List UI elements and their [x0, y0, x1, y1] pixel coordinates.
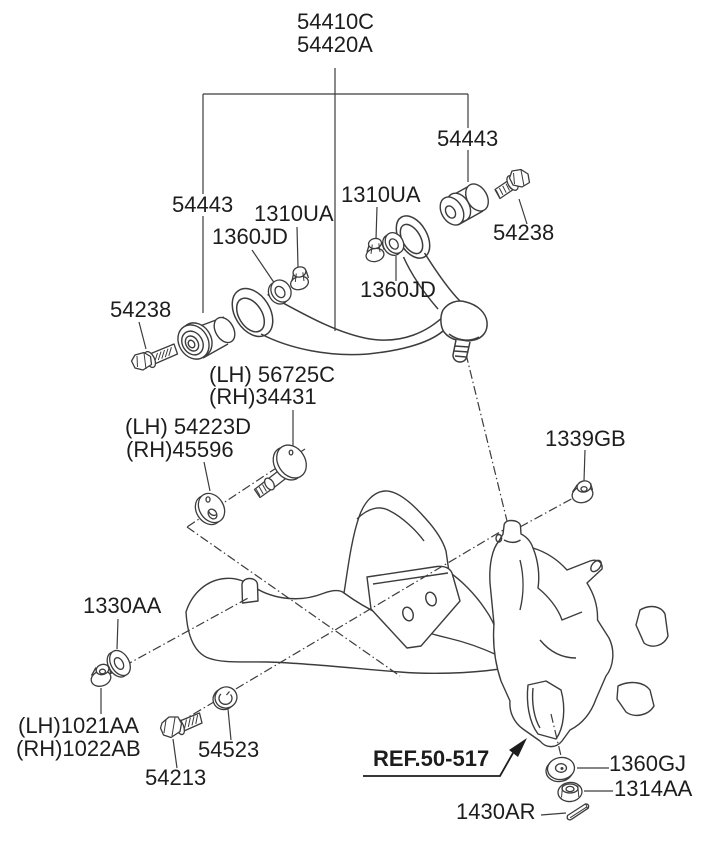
rear-bushing-54443	[435, 180, 493, 229]
washer-1360gj	[545, 756, 576, 784]
camber-bolt-56725c	[255, 439, 313, 497]
nut-1021aa	[89, 663, 113, 689]
label-knuckle-ref-50-517: REF.50-517	[373, 746, 490, 771]
label-bolt-front-54238: 54238	[110, 297, 172, 322]
label-bushing-rear-54443: 54443	[436, 126, 500, 151]
arrowhead-icon	[509, 738, 527, 757]
pin-1430ar	[567, 804, 588, 820]
leader-lines	[101, 68, 613, 815]
label-nut-lh-1021aa: (LH)1021AA	[18, 713, 140, 738]
washer-1360jd-rear	[379, 229, 408, 259]
upper-control-arm-drawing	[224, 210, 487, 362]
ref-arrow	[363, 738, 527, 776]
bolt-54238-rear	[495, 170, 530, 199]
knuckle-drawing	[490, 521, 668, 747]
nut-1339gb	[570, 479, 594, 505]
label-pin-1430ar: 1430AR	[456, 799, 536, 824]
label-assembly-54410c: 54410C	[297, 9, 375, 34]
nut-1310ua-front	[289, 265, 310, 291]
label-washer-1330aa: 1330AA	[83, 593, 162, 618]
label-bushing-front-54443: 54443	[171, 192, 235, 217]
label-camber-bolt-rh: (RH)34431	[209, 384, 317, 409]
label-washer-rear-1360jd: 1360JD	[360, 277, 436, 302]
washer-1360jd-front	[264, 276, 295, 308]
label-washer-1360gj: 1360GJ	[609, 751, 687, 776]
cam-washer-54223d	[190, 488, 230, 529]
label-nut-1339gb: 1339GB	[545, 426, 626, 451]
label-nut-front-1310ua: 1310UA	[254, 201, 334, 226]
bolt-54238-front	[132, 344, 178, 370]
nut-1310ua-rear	[365, 237, 385, 263]
front-bushing-54443	[172, 314, 239, 365]
label-bolt-54213: 54213	[145, 765, 207, 790]
label-bolt-rear-54238: 54238	[493, 220, 555, 245]
label-washer-54523: 54523	[198, 737, 260, 762]
label-nut-rear-1310ua: 1310UA	[341, 182, 421, 207]
bolt-54213	[161, 713, 203, 738]
nut-1314aa	[557, 781, 583, 802]
washer-1330aa	[103, 647, 135, 681]
label-nut-rh-1022ab: (RH)1022AB	[16, 736, 141, 761]
label-cam-washer-lh: (LH) 54223D	[125, 414, 251, 439]
crossmember-drawing	[186, 491, 500, 673]
label-cam-washer-rh: (RH)45596	[126, 437, 234, 462]
label-nut-1314aa: 1314AA	[614, 776, 693, 801]
label-camber-bolt-lh: (LH) 56725C	[209, 362, 335, 387]
label-washer-front-1360jd: 1360JD	[212, 224, 288, 249]
washer-54523	[210, 684, 240, 713]
label-assembly-54420a: 54420A	[297, 32, 373, 57]
